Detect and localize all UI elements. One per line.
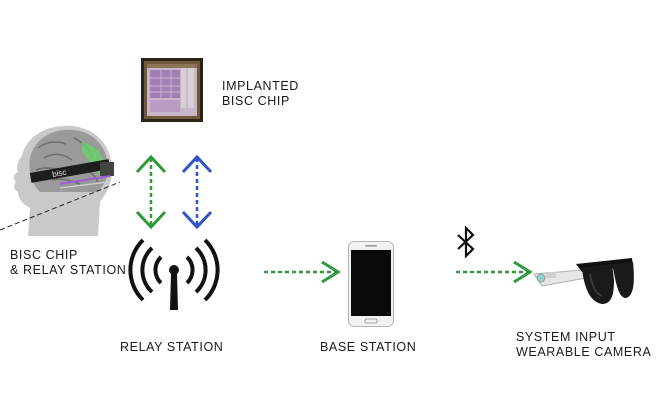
implanted-label-line1: IMPLANTED: [222, 79, 299, 93]
blue-bidirectional-arrow: [181, 154, 213, 230]
implanted-label-line2: BISC CHIP: [222, 94, 290, 108]
implanted-chip-label: IMPLANTED BISC CHIP: [222, 79, 299, 109]
chip-relay-label-line2: & RELAY STATION: [10, 263, 127, 277]
green-arrow-to-camera: [456, 260, 533, 284]
head-band-text: bisc: [52, 168, 68, 179]
camera-glasses-icon: [532, 252, 636, 314]
chip-icon: [141, 58, 203, 122]
phone-icon: [348, 241, 394, 327]
chip-relay-label: BISC CHIP & RELAY STATION: [10, 248, 126, 278]
green-bidirectional-arrow: [135, 154, 167, 230]
system-input-label-line2: WEARABLE CAMERA: [516, 345, 652, 359]
bluetooth-icon: [457, 225, 475, 259]
antenna-icon: [128, 238, 220, 310]
green-arrow-to-base: [264, 260, 341, 284]
chip-relay-label-line1: BISC CHIP: [10, 248, 78, 262]
system-input-label-line1: SYSTEM INPUT: [516, 330, 616, 344]
head-brain-icon: bisc: [0, 118, 140, 238]
system-input-label: SYSTEM INPUT WEARABLE CAMERA: [516, 330, 651, 360]
base-station-label: BASE STATION: [320, 340, 417, 354]
relay-station-label: RELAY STATION: [120, 340, 224, 354]
